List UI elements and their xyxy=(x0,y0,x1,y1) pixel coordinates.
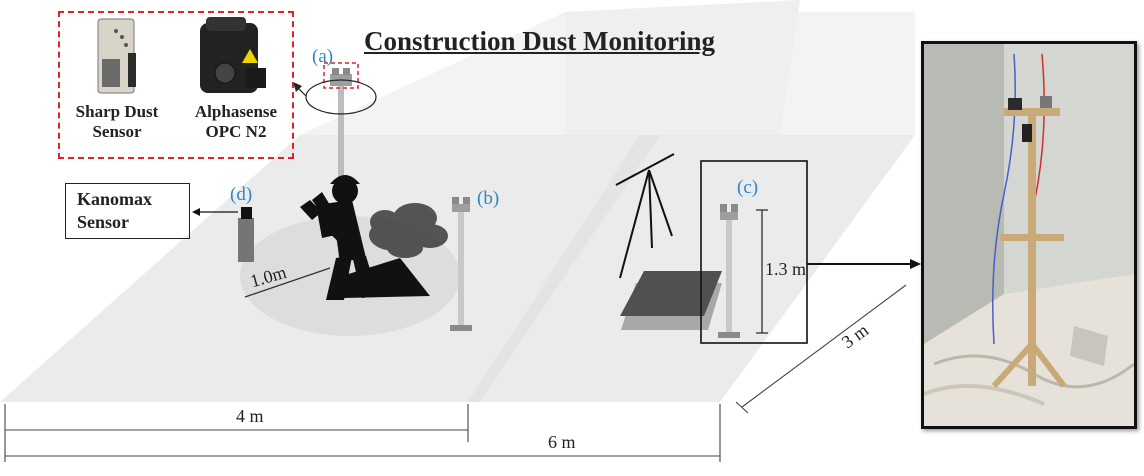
radius-line xyxy=(244,267,331,298)
width-dimensions xyxy=(4,404,721,462)
depth-dimension xyxy=(735,284,907,414)
floor-divider xyxy=(468,135,660,402)
kanomax-label-line1: Kanomax xyxy=(77,189,153,209)
sensor-c-box xyxy=(700,160,808,344)
photo-drawing xyxy=(924,44,1134,426)
height-marker xyxy=(756,209,768,334)
back-wall-upper xyxy=(565,0,800,135)
alphasense-label-line2: OPC N2 xyxy=(205,122,267,141)
dust-cloud xyxy=(369,203,448,258)
alphasense-label-line1: Alphasense xyxy=(194,102,278,121)
kanomax-device xyxy=(192,207,254,262)
sharp-label-line2: Sensor xyxy=(92,122,142,141)
plate xyxy=(620,271,722,316)
width-outer-label: 6 m xyxy=(548,432,576,452)
sensor-inset-box: Sharp Dust Sensor Alphasense OPC N2 xyxy=(58,11,294,159)
kanomax-label-line2: Sensor xyxy=(77,212,130,232)
label-a: (a) xyxy=(312,46,334,67)
inset-drawings xyxy=(97,17,266,94)
kanomax-label-box: Kanomax Sensor xyxy=(65,183,190,239)
sensor-stand-c xyxy=(718,204,740,338)
worker-figure xyxy=(300,175,430,300)
label-c: (c) xyxy=(737,177,759,198)
sensor-stand-b xyxy=(450,197,472,331)
label-b: (b) xyxy=(477,188,500,209)
height-label: 1.3 m xyxy=(765,259,807,279)
tripod-and-plate xyxy=(615,153,675,279)
width-inner-label: 4 m xyxy=(236,406,264,426)
sharp-dust-sensor-icon xyxy=(97,18,136,94)
diagram-title: Construction Dust Monitoring xyxy=(364,26,716,56)
label-d: (d) xyxy=(230,184,253,205)
field-setup-photo xyxy=(921,41,1137,429)
photo-arrow-head xyxy=(910,259,921,269)
alphasense-opc-icon xyxy=(200,17,266,93)
sharp-label-line1: Sharp Dust xyxy=(75,102,159,121)
